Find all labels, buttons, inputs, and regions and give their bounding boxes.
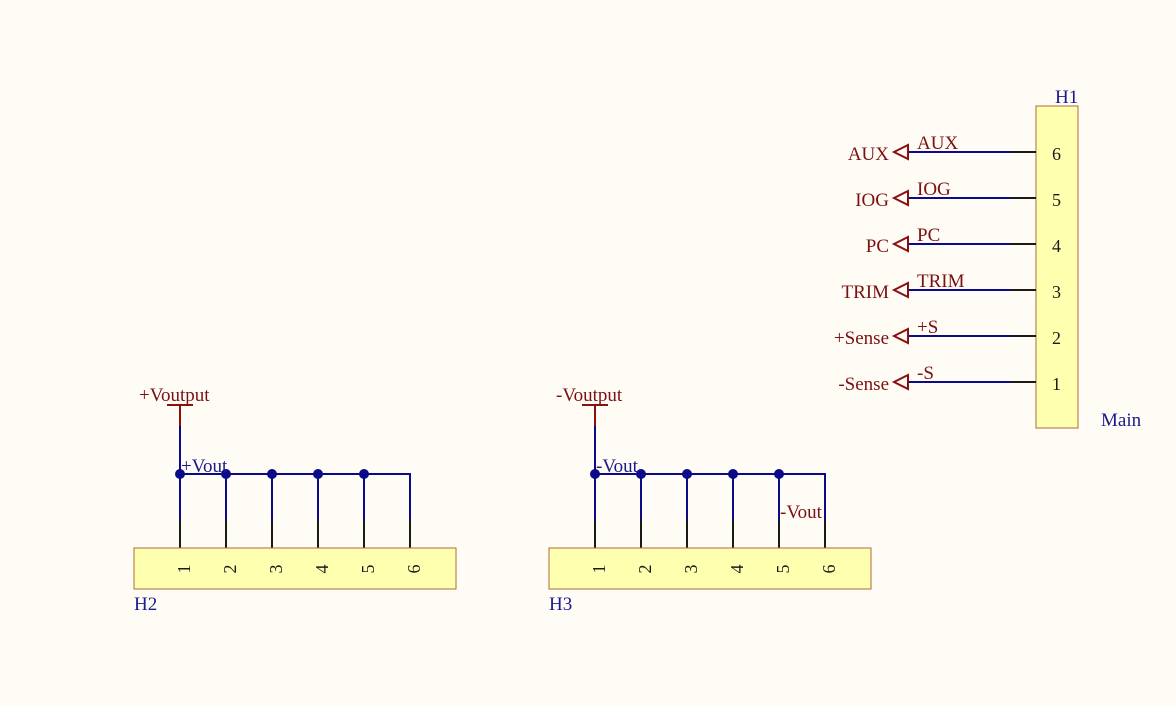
junction-dot-icon (728, 469, 738, 479)
component-h2[interactable]: +Voutput +Vout 1 2 3 4 5 6 H2 (133, 385, 457, 615)
junction-dot-icon (359, 469, 369, 479)
h1-pin-number: 1 (1052, 374, 1061, 394)
power-port-minus-voutput[interactable]: -Voutput (556, 385, 623, 426)
power-port-plus-voutput[interactable]: +Voutput (139, 385, 210, 426)
port-trim[interactable]: TRIM (842, 282, 890, 303)
h3-pin-number: 5 (773, 565, 793, 574)
junction-dot-icon (774, 469, 784, 479)
h3-pin-number: 1 (589, 565, 609, 574)
h2-pin-number: 2 (220, 565, 240, 574)
h3-body[interactable] (548, 547, 872, 590)
port-arrow-icon (891, 189, 909, 207)
h1-pin-number: 5 (1052, 190, 1061, 210)
power-label: -Voutput (556, 385, 623, 406)
h1-pin-1[interactable]: 1 -S -Sense (838, 363, 1061, 395)
h1-body[interactable] (1035, 105, 1079, 429)
h3-pin-number: 3 (681, 565, 701, 574)
net-label-minus-vout: -Vout (596, 456, 639, 477)
h3-pin-number: 4 (727, 565, 747, 574)
junction-dot-icon (590, 469, 600, 479)
h1-pin-5[interactable]: 5 IOG IOG (855, 179, 1061, 211)
junction-dot-icon (682, 469, 692, 479)
h1-pin-number: 2 (1052, 328, 1061, 348)
port-plus-sense[interactable]: +Sense (834, 328, 889, 349)
h1-pin-6[interactable]: 6 AUX AUX (848, 133, 1061, 165)
h3-pin-number: 6 (819, 565, 839, 574)
port-iog[interactable]: IOG (855, 190, 889, 211)
h1-designator: H1 (1055, 87, 1078, 108)
h1-pin-2[interactable]: 2 +S +Sense (834, 317, 1061, 349)
h1-net-label-trim: TRIM (917, 271, 965, 292)
h2-pin-number: 6 (404, 565, 424, 574)
port-arrow-icon (891, 235, 909, 253)
wire-bus (180, 473, 411, 520)
h1-pin-number: 4 (1052, 236, 1061, 256)
port-arrow-icon (891, 373, 909, 391)
h1-pin-3[interactable]: 3 TRIM TRIM (842, 271, 1062, 303)
junction-dot-icon (267, 469, 277, 479)
junction-dot-icon (313, 469, 323, 479)
h3-designator: H3 (549, 594, 572, 615)
power-label: +Voutput (139, 385, 210, 406)
h1-pin-number: 3 (1052, 282, 1061, 302)
h2-pin-number: 4 (312, 565, 332, 574)
port-arrow-icon (891, 143, 909, 161)
component-h1[interactable]: H1 Main 6 AUX AUX 5 IOG IOG 4 PC PC (834, 87, 1142, 431)
port-arrow-icon (891, 281, 909, 299)
h1-comment: Main (1101, 410, 1142, 431)
junction-dot-icon (175, 469, 185, 479)
port-aux[interactable]: AUX (848, 144, 889, 165)
junction-dot-icon (221, 469, 231, 479)
h1-net-label-iog: IOG (917, 179, 951, 200)
component-h3[interactable]: -Voutput -Vout -Vout 1 2 3 4 5 6 H3 (548, 385, 872, 615)
h2-pin-number: 1 (174, 565, 194, 574)
h3-pin-number: 2 (635, 565, 655, 574)
wire-bus (595, 473, 826, 520)
net-label-plus-vout: +Vout (181, 456, 228, 477)
junction-dot-icon (636, 469, 646, 479)
port-arrow-icon (891, 327, 909, 345)
h1-pin-4[interactable]: 4 PC PC (866, 225, 1061, 257)
h2-pin-number: 3 (266, 565, 286, 574)
h1-net-label-minus-s: -S (917, 363, 934, 384)
h2-pin-number: 5 (358, 565, 378, 574)
h2-body[interactable] (133, 547, 457, 590)
h1-net-label-plus-s: +S (917, 317, 938, 338)
net-label-minus-vout-2: -Vout (780, 502, 823, 523)
port-pc[interactable]: PC (866, 236, 889, 257)
h1-net-label-aux: AUX (917, 133, 958, 154)
h2-designator: H2 (134, 594, 157, 615)
h1-net-label-pc: PC (917, 225, 940, 246)
h1-pin-number: 6 (1052, 144, 1061, 164)
port-minus-sense[interactable]: -Sense (838, 374, 889, 395)
